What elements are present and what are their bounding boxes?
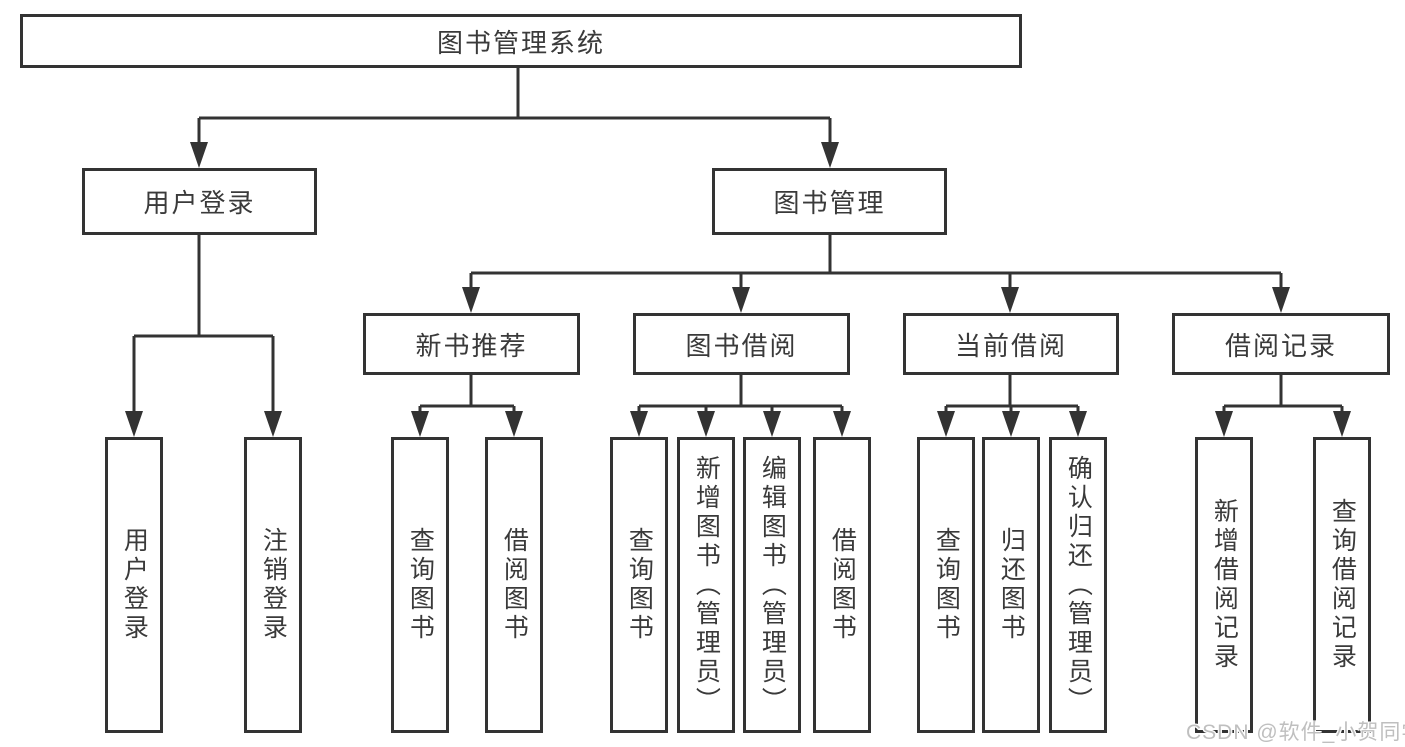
leaf-query-books-current: 查询图书 bbox=[917, 437, 975, 733]
leaf-logout-label: 注销登录 bbox=[259, 527, 288, 643]
leaf-query-borrow-record: 查询借阅记录 bbox=[1313, 437, 1371, 733]
leaf-query-borrow-record-label: 查询借阅记录 bbox=[1328, 498, 1357, 672]
leaf-user-login: 用户登录 bbox=[105, 437, 163, 733]
leaf-borrow-books-borrowing: 借阅图书 bbox=[813, 437, 871, 733]
leaf-return-book-label: 归还图书 bbox=[997, 527, 1026, 643]
csdn-watermark: CSDN @软件_小贺同学 bbox=[1186, 721, 1405, 744]
leaf-query-books-current-label: 查询图书 bbox=[932, 527, 961, 643]
node-book-borrowing-label: 图书借阅 bbox=[685, 330, 798, 361]
node-library-system: 图书管理系统 bbox=[20, 14, 1022, 68]
leaf-user-login-label: 用户登录 bbox=[120, 527, 149, 643]
leaf-query-books-recommend-label: 查询图书 bbox=[406, 527, 435, 643]
leaf-borrow-books-recommend: 借阅图书 bbox=[485, 437, 543, 733]
node-book-management: 图书管理 bbox=[712, 168, 947, 235]
leaf-borrow-books-recommend-label: 借阅图书 bbox=[500, 527, 529, 643]
leaf-query-books-recommend: 查询图书 bbox=[391, 437, 449, 733]
node-user-login: 用户登录 bbox=[82, 168, 317, 235]
node-user-login-label: 用户登录 bbox=[143, 188, 256, 218]
leaf-logout: 注销登录 bbox=[244, 437, 302, 733]
leaf-return-book: 归还图书 bbox=[982, 437, 1040, 733]
leaf-confirm-return-admin-label: 确认归还（管理员） bbox=[1064, 454, 1093, 716]
leaf-query-books-borrowing: 查询图书 bbox=[610, 437, 668, 733]
leaf-borrow-books-borrowing-label: 借阅图书 bbox=[828, 527, 857, 643]
node-current-borrowing-label: 当前借阅 bbox=[954, 330, 1067, 361]
leaf-add-borrow-record-label: 新增借阅记录 bbox=[1210, 498, 1239, 672]
node-current-borrowing: 当前借阅 bbox=[903, 313, 1119, 375]
node-borrowing-records: 借阅记录 bbox=[1172, 313, 1390, 375]
node-borrowing-records-label: 借阅记录 bbox=[1224, 330, 1337, 361]
arrowheads bbox=[125, 142, 1351, 437]
leaf-add-book-admin: 新增图书（管理员） bbox=[677, 437, 735, 733]
node-book-management-label: 图书管理 bbox=[773, 188, 886, 218]
node-new-book-recommend: 新书推荐 bbox=[363, 313, 580, 375]
leaf-edit-book-admin: 编辑图书（管理员） bbox=[743, 437, 801, 733]
leaf-add-borrow-record: 新增借阅记录 bbox=[1195, 437, 1253, 733]
tree-edges bbox=[132, 68, 1344, 415]
leaf-confirm-return-admin: 确认归还（管理员） bbox=[1049, 437, 1107, 733]
leaf-add-book-admin-label: 新增图书（管理员） bbox=[692, 454, 721, 716]
leaf-edit-book-admin-label: 编辑图书（管理员） bbox=[758, 454, 787, 716]
node-new-book-recommend-label: 新书推荐 bbox=[415, 330, 528, 361]
node-library-system-label: 图书管理系统 bbox=[436, 27, 605, 58]
leaf-query-books-borrowing-label: 查询图书 bbox=[625, 527, 654, 643]
node-book-borrowing: 图书借阅 bbox=[633, 313, 850, 375]
